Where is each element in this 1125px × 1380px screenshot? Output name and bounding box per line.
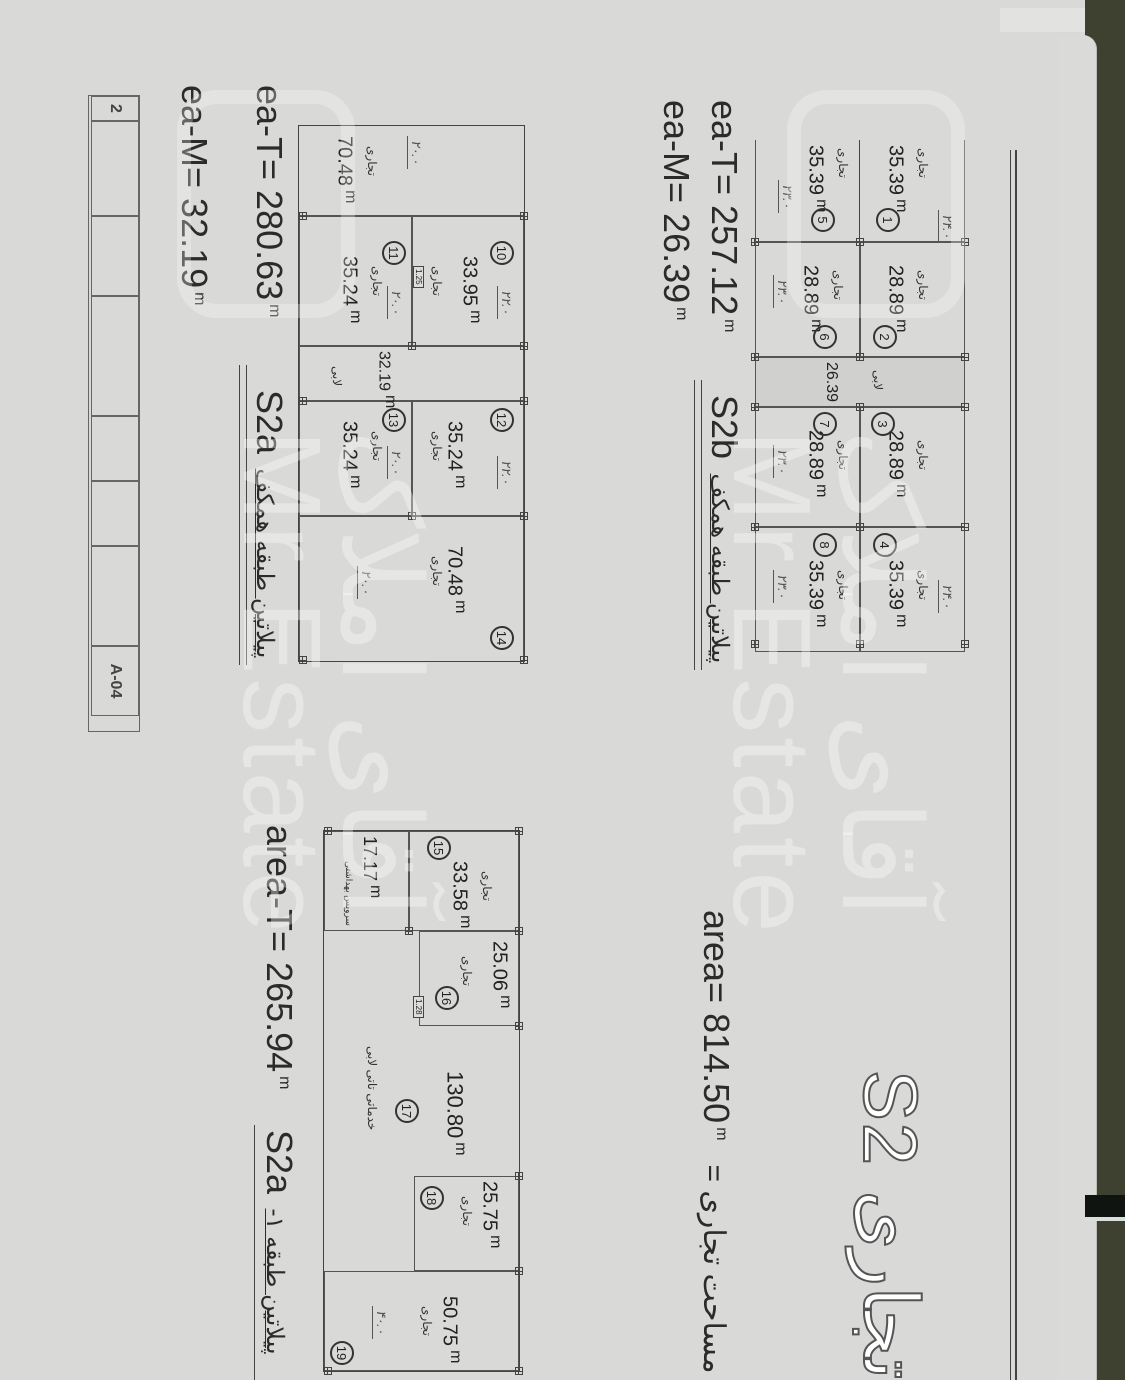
total-area-value: area= 814.50 [696, 910, 737, 1124]
unit-9-handnote: ۲۰.۰ [407, 136, 424, 169]
s2a-lobby-label: لابی [330, 366, 344, 387]
unit-16-type: تجاری [460, 956, 474, 986]
column-marker [520, 397, 528, 405]
s2b-area-common: ea-M= 26.39m [656, 100, 697, 321]
s2b-lobby-area: 26.39 [823, 362, 840, 403]
column-marker [751, 403, 759, 411]
unit-18-type: تجاری [460, 1196, 474, 1226]
paper-folded-edge [1058, 35, 1097, 1380]
unit-16-number: 16 [435, 986, 459, 1010]
unit-19-type: تجاری [420, 1306, 434, 1336]
unit-12-handnote: ۲۲.۰ [497, 456, 514, 489]
unit-17-area: 130.80m [442, 1071, 469, 1156]
s2b-area-total: ea-T= 257.12m [704, 100, 745, 333]
s2a1-heading-underline [254, 1125, 255, 1380]
column-marker [961, 523, 969, 531]
title-block-cell [91, 121, 139, 216]
unit-2-number: 2 [873, 325, 897, 349]
frame-line-top-inner [1010, 150, 1011, 1380]
title-block-cell [91, 216, 139, 296]
unit-17-number: 17 [395, 1099, 419, 1123]
unit-10-area: 33.95m [458, 256, 484, 324]
unit-10-handnote: ۲۲.۰ [497, 286, 514, 319]
unit-12-number: 12 [490, 408, 514, 432]
paper-sheet [0, 0, 1085, 1380]
column-marker [520, 342, 528, 350]
s2b-heading-underline [701, 380, 702, 670]
title-block: 2 A-04 [88, 95, 140, 732]
sheet-title: S2 تجاری [846, 1069, 933, 1380]
paper-underlayer [1000, 8, 1085, 32]
unit-10-number: 10 [490, 241, 514, 265]
s2a1-heading-label: پیلاتین طبقه ۱- [261, 1208, 288, 1355]
unit-18-area: 25.75m [478, 1181, 504, 1249]
column-marker [515, 1022, 523, 1030]
title-block-cell [91, 416, 139, 481]
unit-12-area: 35.24m [443, 421, 469, 489]
frame-line-top [1015, 150, 1017, 1380]
unit-18-number: 18 [420, 1186, 444, 1210]
sheet-code-cell: A-04 [91, 646, 139, 716]
column-marker [520, 512, 528, 520]
watermark-english: Mr Estate [710, 430, 833, 937]
column-marker [751, 238, 759, 246]
column-marker [515, 1367, 523, 1375]
total-area-label: مساحت تجاری = [697, 1164, 730, 1374]
watermark-logo [177, 90, 355, 318]
title-block-cell [91, 481, 139, 546]
unit-10-dimension-box: 1.25 [413, 266, 424, 288]
column-marker [299, 397, 307, 405]
s2b-heading-underline-2 [694, 380, 695, 670]
unit-15-area: 33.58m [448, 861, 474, 929]
s2a-lobby-area: 32.19m [375, 351, 399, 409]
s2b-lobby-cell [755, 357, 965, 407]
s2a1-heading-code: S2a [259, 1130, 300, 1195]
column-marker [515, 827, 523, 835]
s2a1-heading: S2a پیلاتین طبقه ۱- [258, 1130, 300, 1355]
unit-11-number: 11 [382, 241, 406, 265]
unit-19-number: 19 [330, 1341, 354, 1365]
title-block-cell [91, 546, 139, 646]
column-marker [961, 353, 969, 361]
background-stripe-highlight [1085, 1217, 1125, 1221]
total-area: area= 814.50 m مساحت تجاری = [695, 910, 737, 1374]
watermark-english: Mr Estate [220, 430, 343, 937]
watermark-persian: آقای املاک [819, 430, 942, 917]
unit-19-area: 50.75m [438, 1296, 464, 1364]
unit-10-type: تجاری [430, 266, 444, 296]
column-marker [520, 212, 528, 220]
unit-16-area: 25.06m [488, 941, 514, 1009]
column-marker [408, 342, 416, 350]
s2b-lobby-label: لابی [871, 370, 885, 391]
column-marker [405, 927, 413, 935]
unit-6-number: 6 [813, 325, 837, 349]
unit-15-type: تجاری [480, 871, 494, 901]
column-marker [751, 353, 759, 361]
column-marker [856, 403, 864, 411]
column-marker [515, 1267, 523, 1275]
unit-11-handnote: ۲۰.۰ [387, 286, 404, 319]
unit-19-handnote: ۴۰.۰ [372, 1306, 389, 1339]
column-marker [324, 1367, 332, 1375]
title-block-page: 2 [91, 96, 139, 121]
unit-14-area: 70.48m [443, 546, 469, 614]
unit-17-type: خدماتی تاتی لابی [365, 1046, 379, 1131]
watermark-logo [787, 90, 965, 318]
unit-16-dimension-box: 1.28 [413, 996, 424, 1018]
column-marker [856, 353, 864, 361]
title-block-cell [91, 296, 139, 416]
unit-13-number: 13 [382, 408, 406, 432]
column-marker [961, 640, 969, 648]
total-area-unit: m [713, 1127, 730, 1141]
column-marker [520, 656, 528, 664]
column-marker [515, 1172, 523, 1180]
unit-9-type: تجاری [365, 146, 379, 176]
column-marker [515, 927, 523, 935]
unit-11-type: تجاری [370, 266, 384, 296]
background-stripe [1085, 1195, 1125, 1217]
column-marker [961, 403, 969, 411]
unit-14-number: 14 [490, 626, 514, 650]
